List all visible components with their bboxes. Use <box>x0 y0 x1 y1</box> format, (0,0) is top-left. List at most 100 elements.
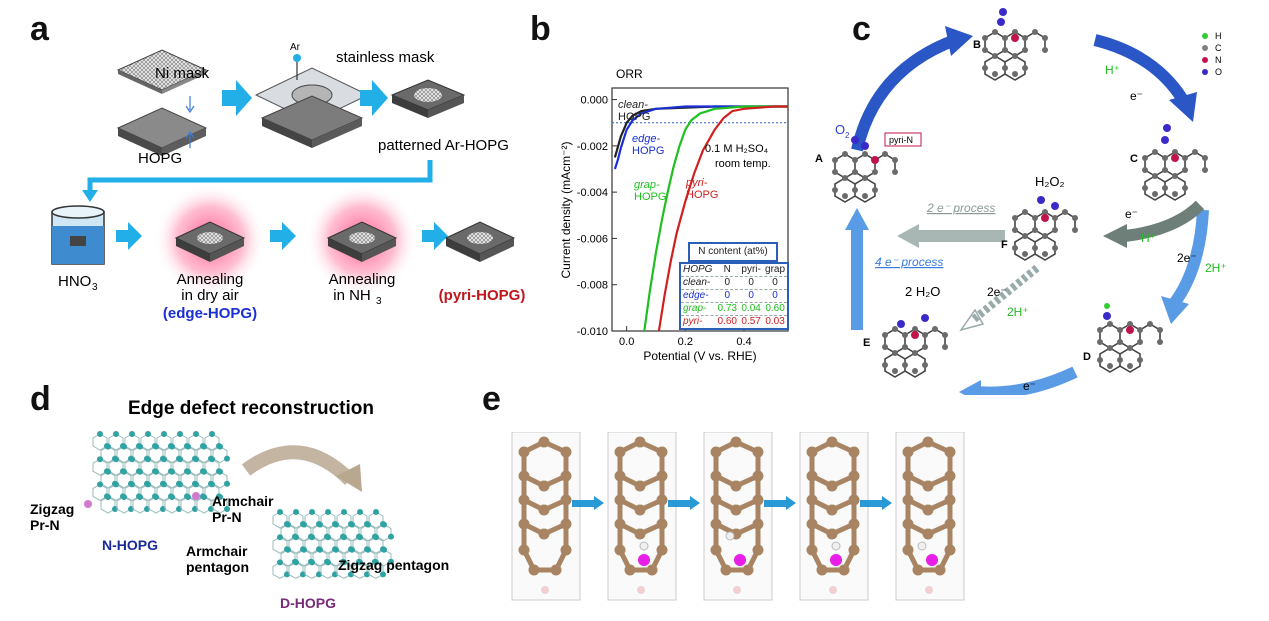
d-hopg-lattice <box>272 509 394 579</box>
patterned-hopg <box>390 79 466 118</box>
panel-label-e: e <box>482 380 501 418</box>
carbon-atom <box>341 534 347 541</box>
carbon-atom <box>752 544 764 556</box>
carbon-atom <box>752 518 764 530</box>
frame-arrow-head <box>594 496 604 510</box>
table-row: clean- 0 0 0 <box>681 276 787 289</box>
carbon-atom <box>217 494 223 500</box>
carbon-atom <box>381 546 387 553</box>
carbon-atom <box>934 564 946 576</box>
carbon-atom <box>217 468 223 475</box>
electrolyte-annotation: 0.1 M H₂SO₄ <box>705 143 769 155</box>
carbon-atom <box>325 559 331 566</box>
carbon-atom <box>357 534 363 541</box>
nitrogen-atom <box>192 492 200 500</box>
carbon-atom <box>550 564 562 576</box>
carbon-atom <box>145 431 151 437</box>
carbon-atom <box>201 468 207 475</box>
svg-text:O: O <box>1215 67 1222 77</box>
hydrogen-atom <box>637 586 645 594</box>
carbon-atom <box>309 509 315 515</box>
svg-text:H: H <box>1215 31 1222 41</box>
series-label-1: edge- <box>632 133 660 145</box>
process-return-arrow <box>87 160 433 192</box>
y-axis-label: Current density (mAcm⁻²) <box>559 141 573 278</box>
carbon-atom <box>806 470 818 482</box>
frame-arrow <box>764 500 786 507</box>
carbon-atom <box>614 518 626 530</box>
carbon-atom <box>656 518 668 530</box>
carbon-atom <box>341 559 347 566</box>
annealing-air-line2: in dry air <box>181 287 239 304</box>
table-row: edge- 0 0 0 <box>681 289 787 302</box>
carbon-atom <box>944 518 956 530</box>
carbon-atom <box>710 446 722 458</box>
carbon-atom <box>838 564 850 576</box>
carbon-atom <box>922 504 934 516</box>
molecule-a <box>831 150 899 203</box>
orr-cycle-diagram: H C N O A B C D E F O 2 pyri-N H₂O₂ 2 H₂… <box>815 8 1227 395</box>
carbon-atom <box>944 446 956 458</box>
series-label-2: HOPG <box>634 191 666 203</box>
armchair-pentagon-line1: Armchair <box>186 543 248 559</box>
cycle-arrow-b-c <box>1093 34 1189 104</box>
carbon-atom <box>902 494 914 506</box>
carbon-atom <box>177 481 183 488</box>
pyri-n-label: pyri-N <box>889 135 913 145</box>
state-b: B <box>973 39 981 51</box>
reconstruction-arrow <box>241 445 355 486</box>
carbon-atom <box>129 456 135 463</box>
state-a: A <box>815 153 823 165</box>
zigzag-prn-line1: Zigzag <box>30 501 74 517</box>
hydrogen-atom <box>725 531 735 541</box>
panel-e-snapshots <box>511 432 965 601</box>
carbon-atom <box>105 468 111 475</box>
carbon-atom <box>912 564 924 576</box>
two-e-process-label: 2 e⁻ process <box>926 201 995 215</box>
cycle-arrow-c-f <box>1124 200 1205 242</box>
table-row: pyri- 0.60 0.57 0.03 <box>681 315 787 328</box>
carbon-atom <box>634 528 646 540</box>
carbon-atom <box>902 470 914 482</box>
h2o2-label: H₂O₂ <box>1035 174 1065 189</box>
carbon-atom <box>624 564 636 576</box>
frame-arrow-head <box>882 496 892 510</box>
nitrogen-atom <box>830 554 842 566</box>
process-arrow <box>222 80 252 116</box>
carbon-atom <box>349 546 355 553</box>
carbon-atom <box>816 564 828 576</box>
two-e-minus-1: 2e⁻ <box>1177 251 1197 265</box>
carbon-atom <box>169 443 175 450</box>
frame-arrow <box>860 500 882 507</box>
carbon-atom <box>349 521 355 528</box>
carbon-atom <box>224 506 230 512</box>
series-label-3: HOPG <box>686 189 718 201</box>
annealing-air-line1: Annealing <box>177 271 244 288</box>
annealing-nh3-line2: in NH <box>333 287 371 304</box>
carbon-atom <box>97 431 103 437</box>
carbon-atom <box>121 494 127 500</box>
o2-label: O <box>835 122 845 137</box>
carbon-atom <box>922 436 934 448</box>
carbon-atom <box>113 481 119 488</box>
carbon-atom <box>656 446 668 458</box>
carbon-atom <box>153 494 159 500</box>
ar-plus-label: Ar <box>290 42 301 53</box>
carbon-atom <box>902 518 914 530</box>
carbon-atom <box>730 504 742 516</box>
y-tick-label: -0.010 <box>577 326 608 338</box>
panel-d-edge-reconstruction: Edge defect reconstruction Zigzag Pr-N A… <box>30 398 449 611</box>
series-line-3 <box>657 105 788 332</box>
carbon-atom <box>365 521 371 528</box>
h-plus-1: H⁺ <box>1105 63 1120 77</box>
carbon-atom <box>193 481 199 488</box>
n-content-table: HOPG N pyri- grap clean- 0 0 0 edge- 0 0… <box>679 262 789 330</box>
carbon-atom <box>710 544 722 556</box>
carbon-atom <box>217 443 223 450</box>
n-hopg-label: N-HOPG <box>102 537 158 553</box>
carbon-atom <box>538 436 550 448</box>
stainless-mask-label: stainless mask <box>336 49 435 66</box>
carbon-atom <box>224 455 230 462</box>
carbon-atom <box>380 571 386 578</box>
temperature-annotation: room temp. <box>715 158 771 170</box>
